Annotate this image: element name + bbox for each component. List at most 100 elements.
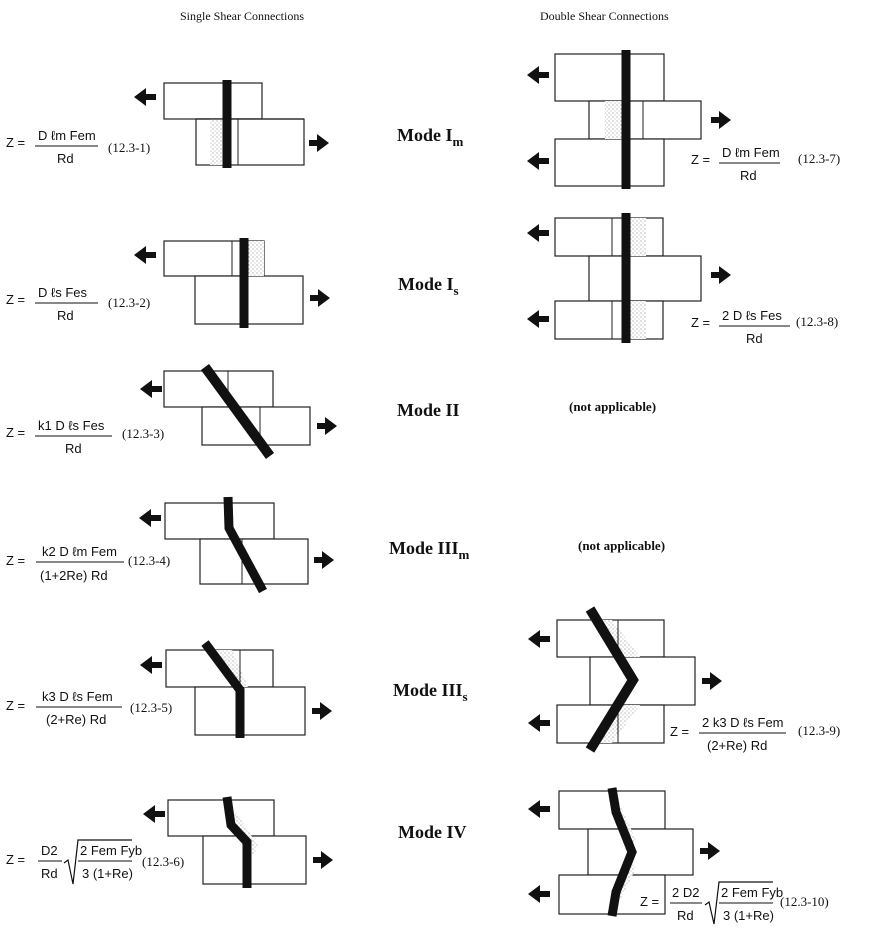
mode-base: Mode III: [393, 680, 463, 700]
load-arrow-icon: [134, 246, 156, 264]
main-member: [194, 275, 304, 325]
eq-lhs: Z =: [6, 425, 25, 440]
eq-numerator: k2 D ℓm Fem: [42, 544, 117, 559]
double-shear-mode-is-diagram: [527, 213, 731, 343]
eq-denominator: Rd: [746, 331, 763, 346]
radical-sign: [63, 839, 132, 885]
eq-number: (12.3-4): [128, 553, 170, 568]
equation-12-3-1: Z = D ℓm Fem Rd (12.3-1): [6, 128, 150, 166]
fastener-dowel: [607, 787, 637, 917]
equation-12-3-2: Z = D ℓs Fes Rd (12.3-2): [6, 285, 150, 323]
eq-denominator: Rd: [677, 908, 694, 923]
mode-base: Mode III: [389, 538, 459, 558]
equation-12-3-5: Z = k3 D ℓs Fem (2+Re) Rd (12.3-5): [6, 689, 172, 727]
single-shear-mode-iiim-diagram: [139, 496, 334, 594]
side-member-bottom: [554, 300, 664, 340]
eq-root-denominator: 3 (1+Re): [723, 908, 774, 923]
mode-base: Mode IV: [398, 822, 467, 842]
eq-number: (12.3-2): [108, 295, 150, 310]
load-arrow-icon: [317, 417, 337, 435]
eq-root-denominator: 3 (1+Re): [82, 866, 133, 881]
equation-12-3-6: Z = D2 Rd 2 Fem Fyb 3 (1+Re) (12.3-6): [6, 839, 184, 885]
mode-label-im: Mode Im: [397, 125, 464, 149]
load-arrow-icon: [313, 851, 333, 869]
load-arrow-icon: [711, 266, 731, 284]
bearing-stipple: [630, 218, 646, 256]
mode-sub: s: [463, 689, 468, 704]
load-arrow-icon: [700, 842, 720, 860]
eq-numerator: D2: [41, 843, 58, 858]
double-shear-mode-im-diagram: [527, 50, 731, 189]
single-shear-mode-im-diagram: [134, 80, 329, 168]
eq-numerator: 2 D ℓs Fes: [722, 308, 782, 323]
eq-lhs: Z =: [691, 315, 710, 330]
eq-number: (12.3-1): [108, 140, 150, 155]
fastener-dowel: [223, 496, 267, 594]
load-arrow-icon: [310, 289, 330, 307]
eq-numerator: D ℓs Fes: [38, 285, 87, 300]
eq-number: (12.3-6): [142, 854, 184, 869]
eq-denominator: Rd: [57, 151, 74, 166]
side-member: [163, 82, 263, 120]
single-shear-mode-ii-diagram: [140, 364, 337, 459]
main-member: [589, 656, 696, 706]
eq-numerator: k1 D ℓs Fes: [38, 418, 105, 433]
load-arrow-icon: [702, 672, 722, 690]
load-arrow-icon: [528, 800, 550, 818]
load-arrow-icon: [312, 702, 332, 720]
side-member-bottom: [554, 138, 665, 187]
radical-sign: [704, 881, 773, 925]
eq-root-numerator: 2 Fem Fyb: [721, 885, 783, 900]
load-arrow-icon: [527, 152, 549, 170]
load-arrow-icon: [314, 551, 334, 569]
load-arrow-icon: [527, 224, 549, 242]
main-member: [588, 255, 702, 302]
load-arrow-icon: [143, 805, 165, 823]
eq-numerator: 2 D2: [672, 885, 699, 900]
equation-12-3-4: Z = k2 D ℓm Fem (1+2Re) Rd (12.3-4): [6, 544, 170, 583]
header-double-shear: Double Shear Connections: [540, 9, 669, 23]
mode-label-iiis: Mode IIIs: [393, 680, 468, 704]
equation-12-3-10: Z = 2 D2 Rd 2 Fem Fyb 3 (1+Re) (12.3-10): [640, 881, 829, 925]
load-arrow-icon: [139, 509, 161, 527]
eq-lhs: Z =: [6, 852, 25, 867]
double-shear-mode-iv-diagram: [528, 787, 720, 917]
eq-root-numerator: 2 Fem Fyb: [80, 843, 142, 858]
side-member-top: [554, 53, 665, 102]
eq-lhs: Z =: [6, 698, 25, 713]
eq-denominator: Rd: [65, 441, 82, 456]
eq-number: (12.3-3): [122, 426, 164, 441]
eq-denominator: (2+Re) Rd: [707, 738, 767, 753]
mode-label-is: Mode Is: [398, 274, 459, 298]
header-single-shear: Single Shear Connections: [180, 9, 304, 23]
eq-numerator: D ℓm Fem: [38, 128, 96, 143]
equation-12-3-8: Z = 2 D ℓs Fes Rd (12.3-8): [691, 308, 838, 346]
load-arrow-icon: [140, 380, 162, 398]
eq-lhs: Z =: [6, 292, 25, 307]
side-member-top: [554, 217, 664, 257]
mode-sub: m: [459, 547, 470, 562]
eq-number: (12.3-5): [130, 700, 172, 715]
eq-denominator: (2+Re) Rd: [46, 712, 106, 727]
eq-lhs: Z =: [640, 894, 659, 909]
mode-label-iv: Mode IV: [398, 822, 467, 842]
equation-12-3-3: Z = k1 D ℓs Fes Rd (12.3-3): [6, 418, 164, 456]
eq-number: (12.3-9): [798, 723, 840, 738]
side-member: [164, 502, 275, 540]
eq-lhs: Z =: [691, 152, 710, 167]
fastener-dowel: [201, 640, 245, 738]
load-arrow-icon: [140, 656, 162, 674]
mode-sub: m: [453, 134, 464, 149]
eq-number: (12.3-8): [796, 314, 838, 329]
double-shear-mode-iiis-diagram: [528, 606, 722, 753]
eq-number: (12.3-10): [780, 894, 829, 909]
single-shear-mode-is-diagram: [134, 238, 330, 328]
mode-sub: s: [454, 283, 459, 298]
bearing-stipple: [248, 241, 264, 276]
eq-denominator: Rd: [41, 866, 58, 881]
eq-denominator: Rd: [740, 168, 757, 183]
fastener-dowel: [585, 606, 639, 753]
mode-label-ii: Mode II: [397, 400, 460, 420]
equation-12-3-7: Z = D ℓm Fem Rd (12.3-7): [691, 145, 840, 183]
mode-label-iiim: Mode IIIm: [389, 538, 470, 562]
